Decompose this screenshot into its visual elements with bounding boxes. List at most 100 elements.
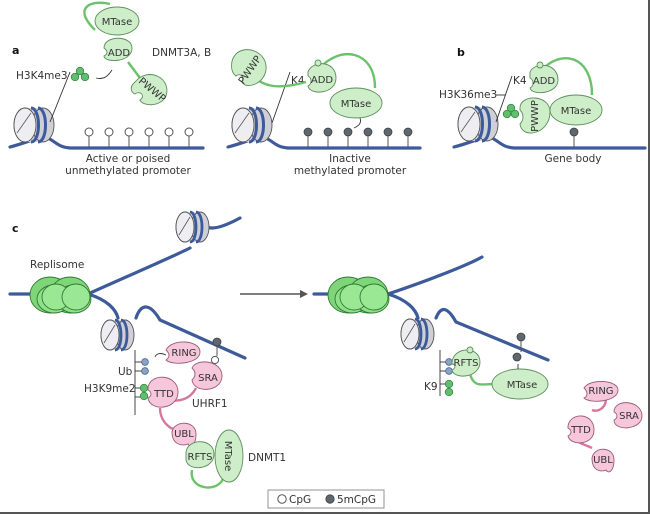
nucleosome — [12, 106, 56, 144]
panel-c: c Replisome Ub H3K9me2 — [8, 210, 643, 489]
ring-domain — [583, 381, 619, 402]
uhrf1-free: RING SRA TTD UBL — [567, 381, 643, 473]
sra-domain — [613, 402, 643, 429]
caption-line-2: unmethylated promoter — [65, 165, 191, 177]
binding-arrow — [95, 69, 113, 79]
caption-line-1: Inactive — [329, 153, 371, 165]
rfts-label: RFTS — [188, 452, 213, 463]
replication-fork-after: K9 RFTS MTase RING SRA — [312, 255, 643, 473]
dnmt1-protein-inactive: RFTS MTase — [185, 429, 244, 489]
unmethylated-cpg-icon — [144, 127, 154, 137]
nucleosome — [230, 106, 274, 144]
ttd-label: TTD — [153, 389, 174, 400]
linker — [468, 373, 495, 386]
dnmt3ab-label: DNMT3A, B — [152, 47, 211, 59]
replisome — [29, 276, 92, 314]
add-label: ADD — [108, 48, 131, 59]
ubiquitin-icon — [445, 358, 453, 366]
mtase-domain — [94, 6, 140, 36]
lagging-strand — [386, 292, 420, 320]
methylated-cpg-icon — [403, 127, 413, 137]
dnmt3-protein-a-left: MTase ADD PWWP — [83, 1, 168, 106]
ub-label: Ub — [118, 366, 133, 378]
replisome-label: Replisome — [30, 259, 84, 271]
caption-line-2: methylated promoter — [294, 165, 407, 177]
mtase-domain — [329, 87, 383, 119]
ubl-label: UBL — [593, 455, 613, 466]
ubiquitin-icon — [141, 358, 149, 366]
unmethylated-cpg-icon — [84, 127, 94, 137]
rfts-domain — [185, 441, 215, 469]
pwwp-domain — [231, 49, 267, 86]
ttd-domain — [147, 376, 179, 408]
ring-domain — [165, 341, 201, 364]
methylated-cpg-icon — [323, 127, 333, 137]
ubl-domain — [591, 448, 615, 473]
add-label: ADD — [311, 75, 334, 86]
unmethylated-cpg-icon — [104, 127, 114, 137]
gene-body-caption: Gene body — [544, 153, 601, 165]
mtase-label: MTase — [507, 380, 538, 391]
legend-5mcpg-label: 5mCpG — [337, 494, 376, 506]
cpg-open-icon — [277, 494, 287, 504]
linker — [83, 1, 111, 31]
unmethylated-cpg-icon — [124, 127, 134, 137]
unmethylated-cpg-icon — [164, 127, 174, 137]
leading-strand — [86, 246, 192, 296]
panel-label-a: a — [12, 44, 19, 57]
add-domain — [529, 64, 559, 94]
nucleosome — [99, 318, 136, 352]
ubiquitin-icon — [445, 367, 453, 375]
dnmt3-protein-a-right: PWWP ADD MTase — [231, 49, 383, 129]
ubiquitin-icon — [141, 367, 149, 375]
sra-domain — [191, 361, 223, 390]
dnmt3-protein-b: ADD PWWP MTase — [519, 57, 603, 134]
h3k9-mark — [444, 387, 454, 397]
ubl-label: UBL — [174, 429, 194, 440]
unmethylated-cpg-row — [84, 127, 194, 148]
h3k9-mark — [444, 379, 454, 389]
panel-b: b K4 H3K36me3 ADD PWWP MTase Gene body — [439, 46, 647, 165]
lagging-strand — [86, 292, 120, 320]
lagging-strand-end — [434, 307, 550, 362]
add-domain — [103, 37, 133, 61]
dnmt1-label: DNMT1 — [248, 452, 286, 464]
k9-label: K9 — [424, 381, 438, 393]
uhrf1-protein: RING SRA TTD UBL — [147, 341, 223, 447]
h3k9me2-mark — [139, 391, 149, 401]
h3k4me3-label: H3K4me3 — [16, 70, 68, 82]
linker — [190, 469, 226, 489]
sra-label: SRA — [619, 411, 639, 422]
nucleosome — [456, 105, 500, 143]
panel-a: a H3K4me3 MTase ADD PWWP — [8, 1, 422, 177]
methylated-cpg-icon — [303, 127, 313, 137]
add-knob — [314, 59, 322, 67]
add-knob — [536, 61, 544, 69]
ubiquitination-arrow — [154, 353, 167, 358]
linker — [319, 53, 377, 89]
caption-line-1: Active or poised — [86, 153, 171, 165]
legend-cpg-label: CpG — [289, 494, 311, 506]
panel-label-b: b — [457, 46, 465, 59]
add-domain — [307, 63, 337, 93]
lagging-strand-end — [134, 305, 247, 360]
linker — [127, 61, 141, 79]
histone-tail — [49, 71, 71, 123]
linker — [158, 407, 177, 432]
panel-a-right: K4 PWWP ADD MTase Inactive methylated pr… — [226, 49, 422, 177]
pwwp-domain — [130, 74, 168, 106]
nucleosome — [174, 210, 211, 244]
h3k36me3-label: H3K36me3 — [439, 89, 497, 101]
mtase-domain — [491, 368, 549, 400]
mtase-domain — [549, 94, 603, 126]
transition-arrow — [240, 290, 308, 298]
sra-label: SRA — [198, 373, 218, 384]
methylated-cpg-icon — [383, 127, 393, 137]
pwwp-domain — [519, 97, 551, 134]
histone-mark-h3k36me3 — [502, 103, 520, 119]
ttd-domain — [567, 415, 595, 444]
uhrf1-label: UHRF1 — [192, 398, 228, 410]
ring-label: RING — [171, 348, 196, 359]
leading-strand — [386, 255, 484, 296]
